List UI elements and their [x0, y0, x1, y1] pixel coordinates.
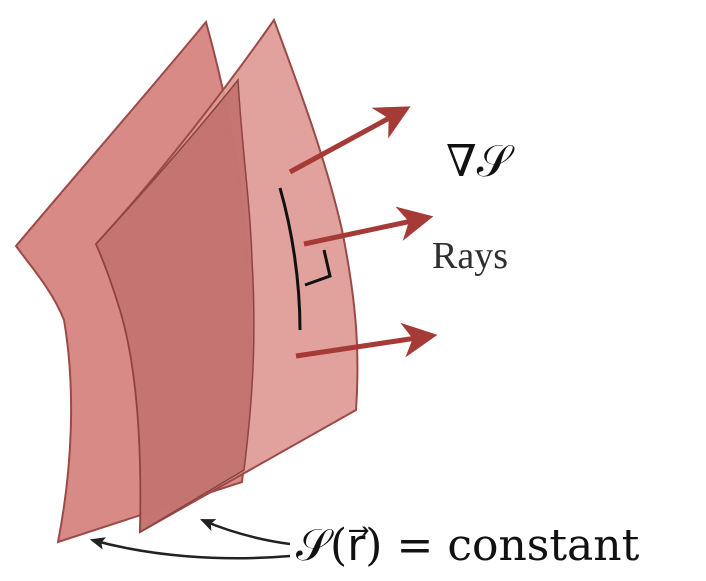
ray-arrow-2	[303, 206, 434, 247]
ray-arrow-1	[288, 106, 411, 175]
gradient-label: ∇𝒮	[446, 136, 511, 187]
right-angle-icon	[304, 249, 332, 287]
rays-label: Rays	[432, 235, 508, 277]
wavefront-equation: 𝒮(r⃗) = constant	[296, 520, 640, 571]
ray-arrow-3	[295, 322, 438, 359]
overlap-region	[95, 78, 255, 534]
wavefront-arc	[278, 187, 302, 331]
leader-arrow-front	[200, 518, 291, 546]
leader-arrow-back	[89, 537, 291, 560]
